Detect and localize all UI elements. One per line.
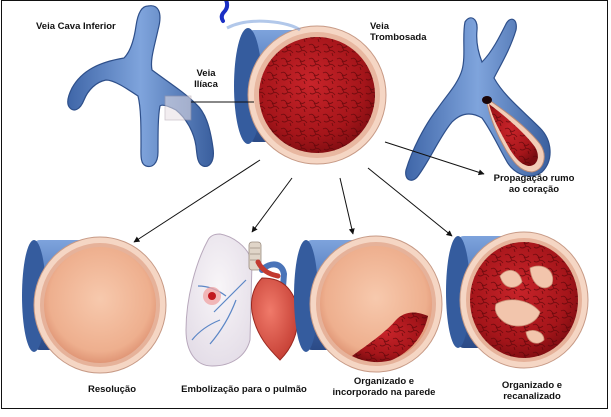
label-recanalized: Organizado e recanalizado <box>502 380 562 402</box>
label-iliac-vein: Veia Ilíaca <box>194 68 218 90</box>
label-iliac-line1: Veia <box>194 68 218 79</box>
label-thrombosed-line2: Trombosada <box>370 32 427 43</box>
label-iliac-line2: Ilíaca <box>194 79 218 90</box>
lung-embolism-illustration <box>186 234 298 366</box>
label-embolization: Embolização para o pulmão <box>181 384 307 395</box>
label-organized-wall-line2: incorporado na parede <box>333 387 436 398</box>
title-fragment <box>222 0 227 21</box>
label-organized-wall: Organizado e incorporado na parede <box>333 376 436 398</box>
thrombosed-vein-illustration <box>227 6 386 184</box>
label-propagation: Propagação rumo ao coração <box>494 173 575 195</box>
resolution-illustration <box>22 237 166 373</box>
organized-wall-illustration <box>294 236 442 372</box>
label-vena-cava: Veia Cava Inferior <box>36 21 116 32</box>
label-thrombosed-line1: Veia <box>370 21 427 32</box>
recanalized-illustration <box>446 232 588 368</box>
label-resolution: Resolução <box>88 384 136 395</box>
label-organized-wall-line1: Organizado e <box>333 376 436 387</box>
label-propagation-line2: ao coração <box>494 184 575 195</box>
label-recanalized-line2: recanalizado <box>502 391 562 402</box>
label-propagation-line1: Propagação rumo <box>494 173 575 184</box>
label-recanalized-line1: Organizado e <box>502 380 562 391</box>
label-thrombosed-vein: Veia Trombosada <box>370 21 427 43</box>
